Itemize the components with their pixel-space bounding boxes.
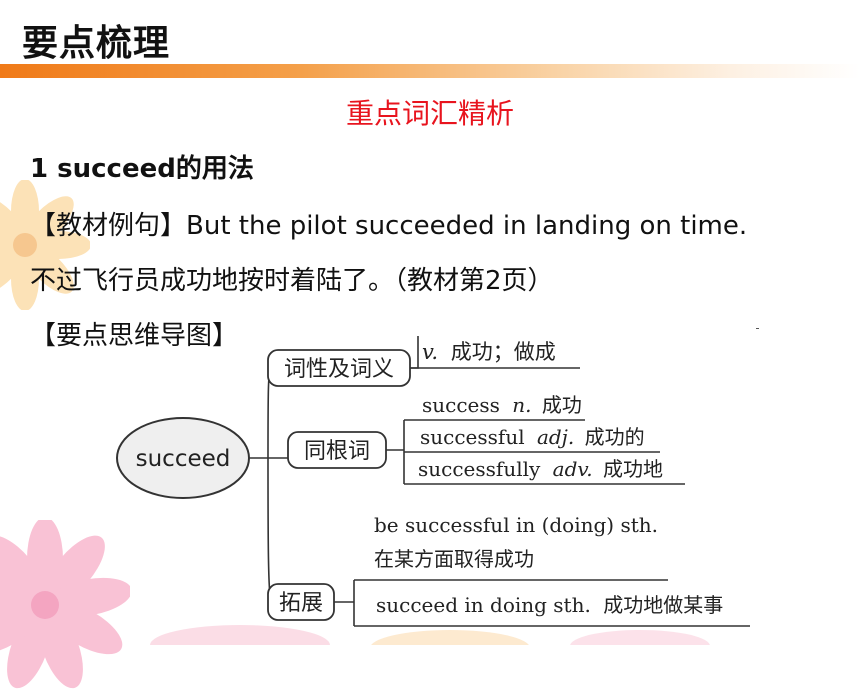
mindmap-center-label: succeed [136, 446, 231, 472]
cognate-meaning: 成功的 [585, 425, 645, 449]
example-translation: 不过飞行员成功地按时着陆了。（教材第2页） [30, 266, 554, 296]
section-heading: 重点词汇精析 [345, 97, 514, 130]
mindmap-label: 【要点思维导图】 [30, 321, 239, 351]
extension-phrase: be successful in (doing) sth. [374, 513, 658, 537]
cognate-word: successfully [418, 457, 541, 481]
svg-text:v. 成功；做成: v. 成功；做成 [422, 340, 556, 364]
title-underline-bar [0, 64, 860, 78]
branch-part-of-speech-label: 词性及词义 [284, 357, 394, 382]
branch-cognates-label: 同根词 [304, 439, 370, 464]
svg-text:successfully adv. 成功地: successfully adv. 成功地 [418, 457, 663, 481]
svg-text:success n. 成功: success n. 成功 [422, 393, 582, 417]
branch-extension-label: 拓展 [279, 591, 323, 616]
textbook-example-sentence: 【教材例句】But the pilot succeeded in landing… [30, 211, 748, 241]
cognate-pos: adj. [537, 425, 574, 449]
cognate-pos: adv. [553, 457, 593, 481]
cognate-word: successful [420, 425, 525, 449]
stray-mark [756, 328, 759, 329]
extension-phrase: succeed in doing sth. [376, 593, 591, 617]
slide-title: 要点梳理 [22, 23, 171, 64]
extension-meaning: 成功地做某事 [603, 593, 723, 617]
cognate-meaning: 成功地 [603, 457, 663, 481]
svg-text:successful adj. 成功的: successful adj. 成功的 [420, 425, 645, 449]
cognate-meaning: 成功 [542, 393, 582, 417]
succeed-mind-map: succeed 词性及词义 v. 成功；做成 同根词 success n. 成功… [116, 336, 750, 627]
cognate-pos: n. [512, 393, 531, 417]
svg-text:succeed in doing sth. 成功地做: succeed in doing sth. 成功地做某事 [376, 593, 723, 617]
pos-meaning: 成功；做成 [451, 340, 556, 364]
pos-label: v. [422, 340, 438, 364]
extension-meaning: 在某方面取得成功 [374, 547, 534, 571]
cognate-word: success [422, 393, 500, 417]
item-heading: 1 succeed的用法 [30, 154, 254, 184]
